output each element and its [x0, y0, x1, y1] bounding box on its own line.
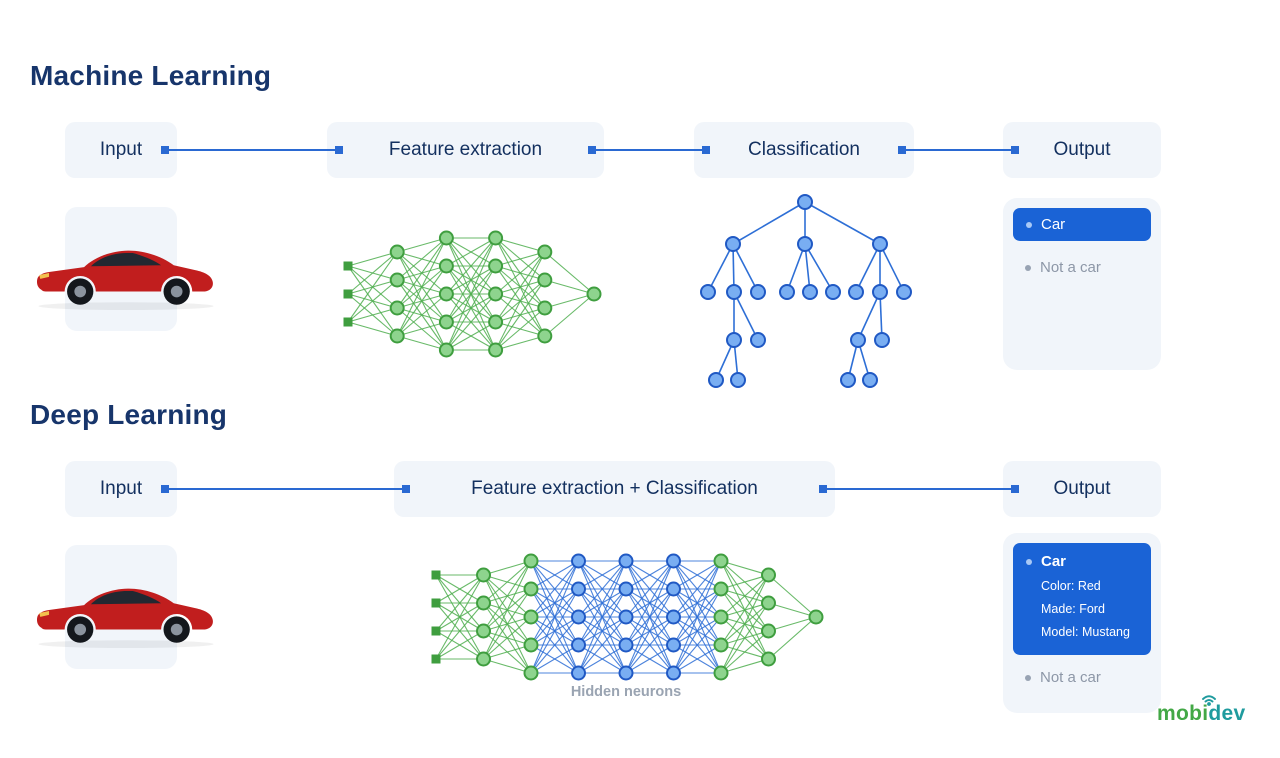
dl-pill-feature-classification: Feature extraction + Classification [394, 461, 835, 517]
ml-pill-feature-label: Feature extraction [388, 139, 543, 160]
machine-learning-title: Machine Learning [30, 60, 272, 91]
connector-node-icon [402, 485, 410, 493]
connector-node-icon [1011, 485, 1019, 493]
connector-line [823, 488, 1015, 490]
ml-pill-classification-label: Classification [748, 139, 860, 160]
classification-decision-tree-diagram [700, 194, 912, 388]
ml-result-not-car-label: Not a car [1040, 259, 1101, 276]
dl-pill-output-label: Output [1053, 478, 1111, 499]
red-car-image [33, 574, 219, 650]
connector-line [902, 149, 1015, 151]
connector-line [165, 149, 339, 151]
deep-neural-network-diagram [431, 553, 824, 681]
mobidev-logo: mobidev [1157, 695, 1246, 726]
dl-result-car-head: Car [1013, 543, 1151, 570]
connector-node-icon [1011, 146, 1019, 154]
dl-result-not-car: Not a car [1025, 669, 1101, 686]
dl-result-car-label: Car [1041, 553, 1067, 570]
dl-result-car: Car Color: Red Made: Ford Model: Mustang [1013, 543, 1151, 655]
ml-pill-output-label: Output [1053, 139, 1111, 160]
logo-text-dev: dev [1208, 702, 1246, 725]
ml-output-panel: Car Not a car [1003, 198, 1161, 370]
dl-result-not-car-label: Not a car [1040, 669, 1101, 686]
bullet-icon [1025, 264, 1031, 271]
ml-pill-feature-extraction: Feature extraction [327, 122, 604, 178]
bullet-icon [1026, 558, 1032, 565]
ml-pill-output: Output [1003, 122, 1161, 178]
dl-result-details: Color: Red Made: Ford Model: Mustang [1013, 570, 1151, 644]
deep-learning-title: Deep Learning [30, 399, 228, 430]
dl-pill-feature-label: Feature extraction + Classification [471, 478, 758, 499]
connector-node-icon [335, 146, 343, 154]
dl-pill-output: Output [1003, 461, 1161, 517]
ml-pill-input: Input [65, 122, 177, 178]
connector-line [165, 488, 406, 490]
ml-pill-input-label: Input [99, 139, 143, 160]
connector-line [592, 149, 706, 151]
ml-result-not-car: Not a car [1025, 259, 1101, 276]
feature-extraction-network-diagram [343, 230, 602, 358]
logo-text-mobi: mobi [1157, 702, 1209, 725]
dl-output-panel: Car Color: Red Made: Ford Model: Mustang… [1003, 533, 1161, 713]
dl-detail-made: Made: Ford [1041, 602, 1105, 616]
hidden-neurons-caption: Hidden neurons [570, 684, 682, 700]
dl-detail-color: Color: Red [1041, 579, 1101, 593]
ml-result-car: Car [1013, 208, 1151, 241]
dl-pill-input: Input [65, 461, 177, 517]
ml-pill-classification: Classification [694, 122, 914, 178]
ml-result-car-label: Car [1041, 216, 1066, 233]
dl-pill-input-label: Input [99, 478, 143, 499]
connector-node-icon [702, 146, 710, 154]
wifi-icon [1202, 695, 1216, 706]
bullet-icon [1026, 221, 1032, 228]
bullet-icon [1025, 674, 1031, 681]
dl-detail-model: Model: Mustang [1041, 625, 1130, 639]
red-car-image [33, 236, 219, 312]
